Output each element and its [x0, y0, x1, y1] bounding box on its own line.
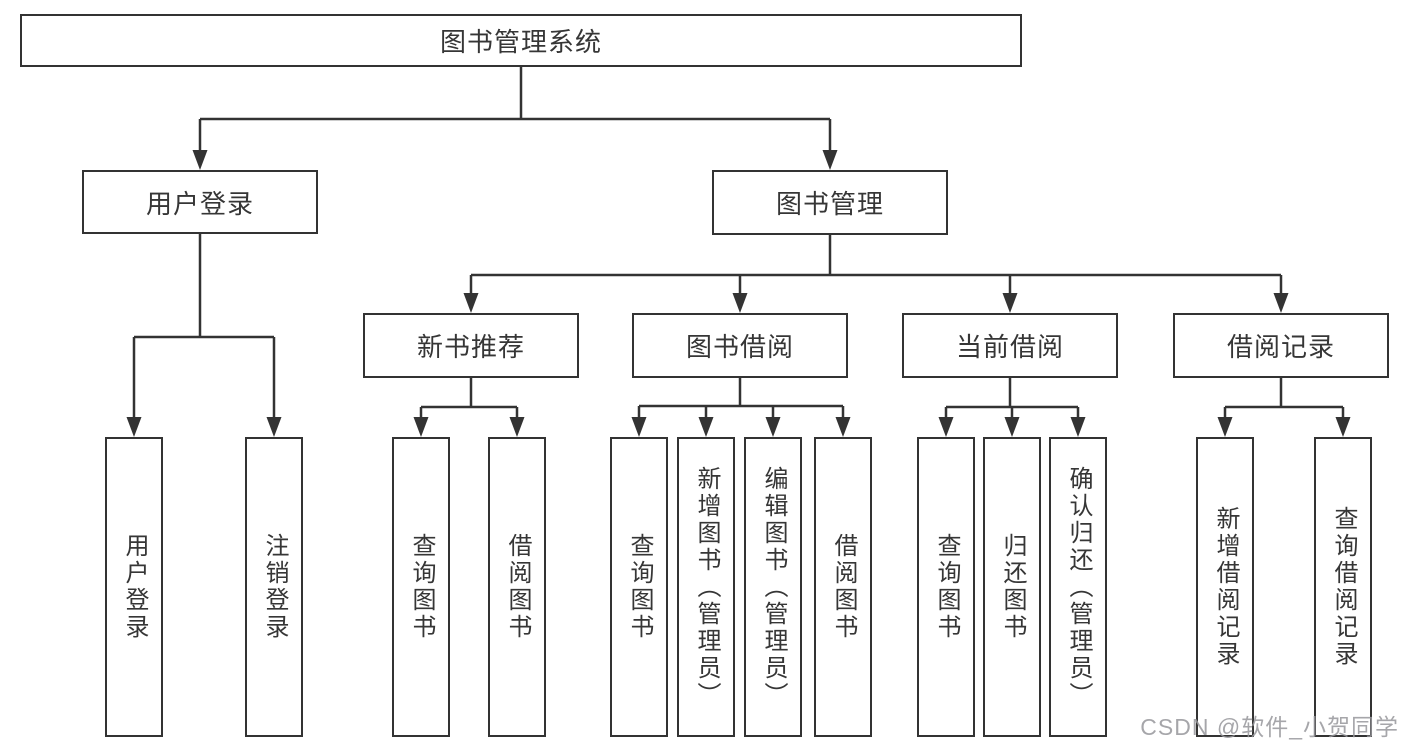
node-current-borrow-label: 当前借阅 [955, 332, 1064, 362]
leaf-query-books-recommend-label: 查询图书 [408, 533, 435, 641]
node-root-system: 图书管理系统 [20, 14, 1022, 67]
node-user-login-label: 用户登录 [145, 188, 254, 219]
leaf-query-books-current-label: 查询图书 [933, 533, 960, 641]
leaf-query-books-recommend: 查询图书 [392, 437, 450, 737]
leaf-logout-label: 注销登录 [261, 533, 288, 641]
node-root-label: 图书管理系统 [439, 27, 602, 57]
leaf-borrow-books-recommend: 借阅图书 [488, 437, 546, 737]
node-book-management: 图书管理 [712, 170, 948, 235]
leaf-query-books-current: 查询图书 [917, 437, 975, 737]
node-new-book-recommend: 新书推荐 [363, 313, 579, 378]
leaf-confirm-return-admin: 确认归还（管理员） [1049, 437, 1107, 737]
node-user-login: 用户登录 [82, 170, 318, 234]
node-current-borrow: 当前借阅 [902, 313, 1118, 378]
leaf-query-books-borrow-label: 查询图书 [626, 533, 653, 641]
node-book-management-label: 图书管理 [775, 189, 884, 219]
leaf-edit-book-admin-label: 编辑图书（管理员） [760, 465, 787, 709]
leaf-return-book-label: 归还图书 [999, 533, 1026, 641]
leaf-query-borrow-record-label: 查询借阅记录 [1330, 506, 1357, 668]
leaf-add-borrow-record-label: 新增借阅记录 [1212, 506, 1239, 668]
leaf-borrow-books-recommend-label: 借阅图书 [504, 533, 531, 641]
leaf-confirm-return-admin-label: 确认归还（管理员） [1065, 465, 1092, 709]
node-book-borrow: 图书借阅 [632, 313, 848, 378]
node-new-book-recommend-label: 新书推荐 [416, 332, 525, 362]
node-book-borrow-label: 图书借阅 [685, 332, 794, 362]
leaf-logout: 注销登录 [245, 437, 303, 737]
csdn-watermark: CSDN @软件_小贺同学 [1140, 714, 1399, 740]
leaf-edit-book-admin: 编辑图书（管理员） [744, 437, 802, 737]
node-borrow-records: 借阅记录 [1173, 313, 1389, 378]
leaf-return-book: 归还图书 [983, 437, 1041, 737]
leaf-user-login-label: 用户登录 [121, 533, 148, 641]
leaf-user-login: 用户登录 [105, 437, 163, 737]
leaf-borrow-books: 借阅图书 [814, 437, 872, 737]
leaf-borrow-books-label: 借阅图书 [830, 533, 857, 641]
node-borrow-records-label: 借阅记录 [1226, 332, 1335, 362]
leaf-query-borrow-record: 查询借阅记录 [1314, 437, 1372, 737]
leaf-add-book-admin: 新增图书（管理员） [677, 437, 735, 737]
leaf-add-borrow-record: 新增借阅记录 [1196, 437, 1254, 737]
leaf-add-book-admin-label: 新增图书（管理员） [693, 465, 720, 709]
leaf-query-books-borrow: 查询图书 [610, 437, 668, 737]
